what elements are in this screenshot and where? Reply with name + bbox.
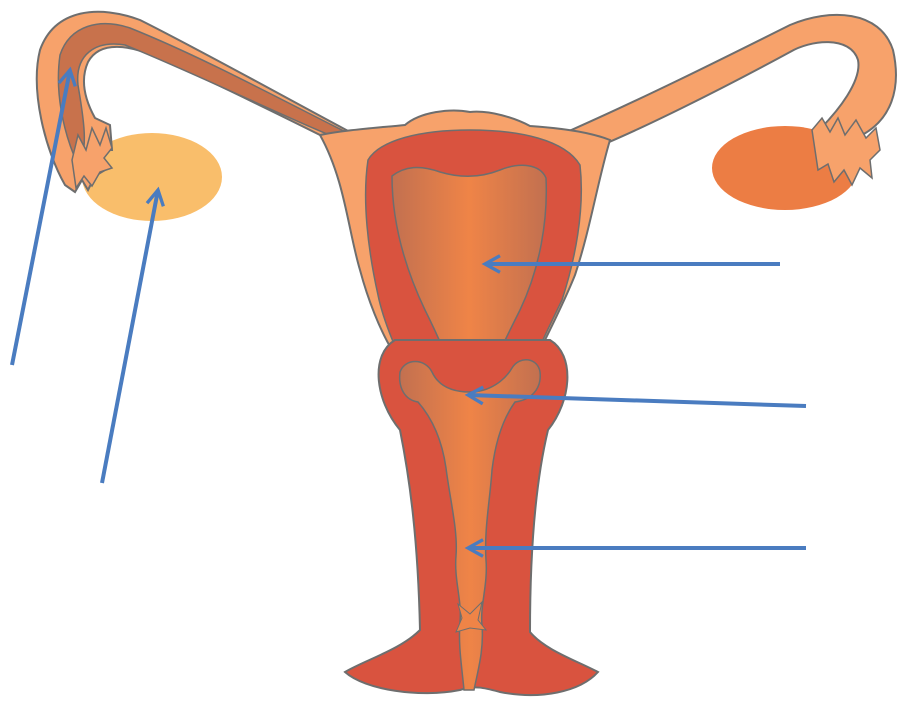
ovary-arrow [102,190,158,483]
